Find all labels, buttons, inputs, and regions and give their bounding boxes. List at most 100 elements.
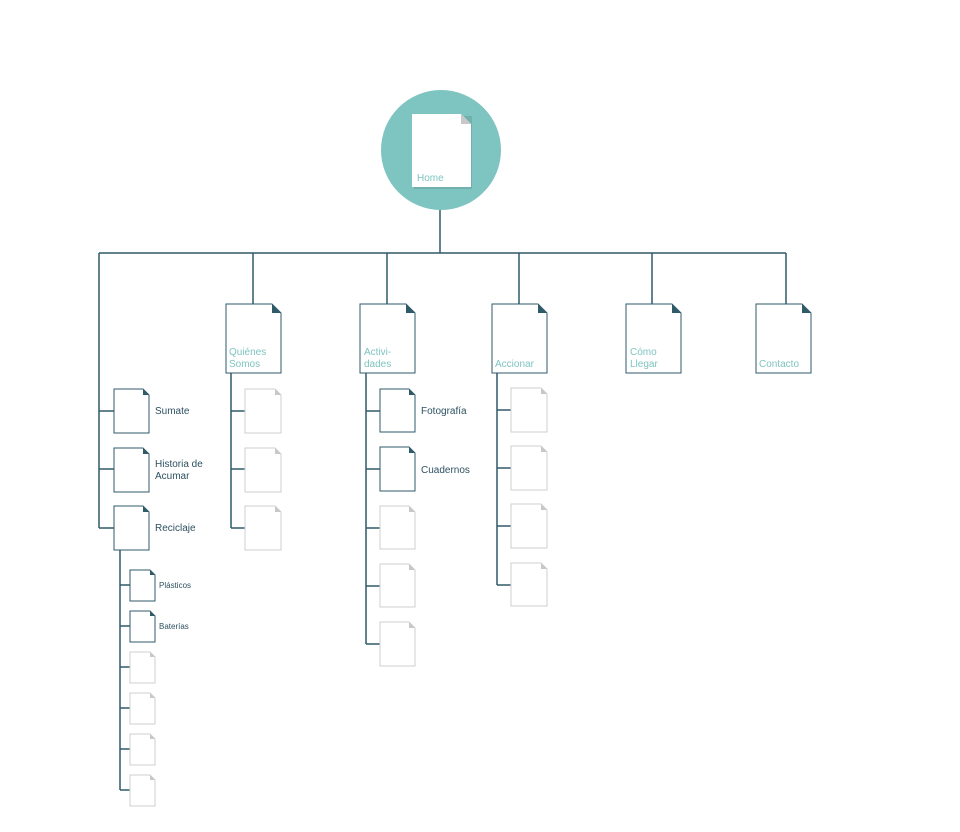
page-fold <box>275 448 281 454</box>
page-icon <box>129 774 156 807</box>
page-sumate[interactable]: Sumate <box>113 388 190 434</box>
placeholder-page[interactable] <box>244 447 282 493</box>
connector-lines <box>98 210 787 791</box>
page-icon <box>129 610 156 643</box>
page-fold <box>143 389 149 395</box>
page-label: Sumate <box>155 406 190 417</box>
page-fold <box>150 693 155 698</box>
placeholder-page[interactable] <box>244 388 282 434</box>
page-fold <box>541 446 547 452</box>
page-icon <box>379 621 416 667</box>
page-label: Acumar <box>155 471 190 482</box>
page-icon <box>510 562 548 607</box>
placeholder-page[interactable] <box>510 445 548 491</box>
page-fold <box>406 304 415 313</box>
page-fold <box>409 506 415 512</box>
section-quienes-somos[interactable]: Quiénes Somos <box>225 303 282 374</box>
page-label: Cuadernos <box>421 465 470 476</box>
page-fold <box>538 304 547 313</box>
page-icon <box>510 445 548 491</box>
page-label: Historia de <box>155 459 203 470</box>
page-icon <box>113 388 150 434</box>
page-fold <box>541 504 547 510</box>
page-icon <box>379 505 416 550</box>
page-label: Fotografía <box>421 406 467 417</box>
page-fold <box>150 611 155 616</box>
page-fold <box>150 652 155 657</box>
page-icon <box>379 563 416 608</box>
page-icon <box>244 447 282 493</box>
page-label: Baterías <box>159 622 189 631</box>
section-label: Contacto <box>759 359 799 370</box>
section-accionar[interactable]: Accionar <box>491 303 548 374</box>
section-label: Accionar <box>495 359 535 370</box>
page-icon <box>113 505 150 551</box>
page-fold <box>409 389 415 395</box>
page-fold <box>143 506 149 512</box>
section-label: dades <box>364 359 391 370</box>
page-reciclaje[interactable]: Reciclaje <box>113 505 196 551</box>
section-label: Cómo <box>630 347 657 358</box>
page-fold <box>541 563 547 569</box>
placeholder-page[interactable] <box>510 387 548 433</box>
page-fold <box>143 448 149 454</box>
page-plasticos[interactable]: Plásticos <box>129 569 191 602</box>
page-icon <box>755 303 812 374</box>
page-baterias[interactable]: Baterías <box>129 610 189 643</box>
placeholder-page[interactable] <box>379 505 416 550</box>
section-contacto[interactable]: Contacto <box>755 303 812 374</box>
page-icon <box>129 569 156 602</box>
placeholder-page[interactable] <box>129 774 156 807</box>
placeholder-page[interactable] <box>510 503 548 549</box>
page-icon <box>510 503 548 549</box>
page-fold <box>409 622 415 628</box>
page-fold <box>150 734 155 739</box>
section-actividades[interactable]: Activi- dades <box>359 303 416 374</box>
page-fold <box>802 304 811 313</box>
page-fold <box>275 506 281 512</box>
placeholder-page[interactable] <box>510 562 548 607</box>
page-icon <box>244 505 282 551</box>
home-page-icon <box>412 114 471 187</box>
placeholder-page[interactable] <box>129 651 156 684</box>
section-como-llegar[interactable]: Cómo Llegar <box>625 303 682 374</box>
page-label: Plásticos <box>159 581 191 590</box>
page-icon <box>129 692 156 725</box>
page-label: Reciclaje <box>155 523 196 534</box>
section-label: Somos <box>229 359 260 370</box>
page-icon <box>510 387 548 433</box>
page-fold <box>150 570 155 575</box>
page-historia-de-acumar[interactable]: Historia de Acumar <box>113 447 203 493</box>
placeholder-page[interactable] <box>129 733 156 766</box>
placeholder-page[interactable] <box>379 563 416 608</box>
page-fold <box>409 447 415 453</box>
page-fotografia[interactable]: Fotografía <box>379 388 467 433</box>
placeholder-page[interactable] <box>379 621 416 667</box>
page-icon <box>359 303 416 374</box>
home-label: Home <box>417 173 444 184</box>
page-fold <box>541 388 547 394</box>
section-label: Llegar <box>630 359 658 370</box>
page-icon <box>379 446 416 492</box>
page-icon <box>225 303 282 374</box>
page-fold <box>461 114 471 124</box>
page-icon <box>113 447 150 493</box>
page-fold <box>409 564 415 570</box>
page-icon <box>129 733 156 766</box>
page-fold <box>150 775 155 780</box>
placeholder-page[interactable] <box>244 505 282 551</box>
home-node[interactable]: Home <box>381 90 501 210</box>
page-icon <box>244 388 282 434</box>
section-label: Activi- <box>364 347 391 358</box>
page-fold <box>272 304 281 313</box>
placeholder-page[interactable] <box>129 692 156 725</box>
page-icon <box>129 651 156 684</box>
page-icon <box>491 303 548 374</box>
page-fold <box>672 304 681 313</box>
page-fold <box>275 389 281 395</box>
page-icon <box>625 303 682 374</box>
page-cuadernos[interactable]: Cuadernos <box>379 446 470 492</box>
section-label: Quiénes <box>229 347 266 358</box>
page-icon <box>379 388 416 433</box>
